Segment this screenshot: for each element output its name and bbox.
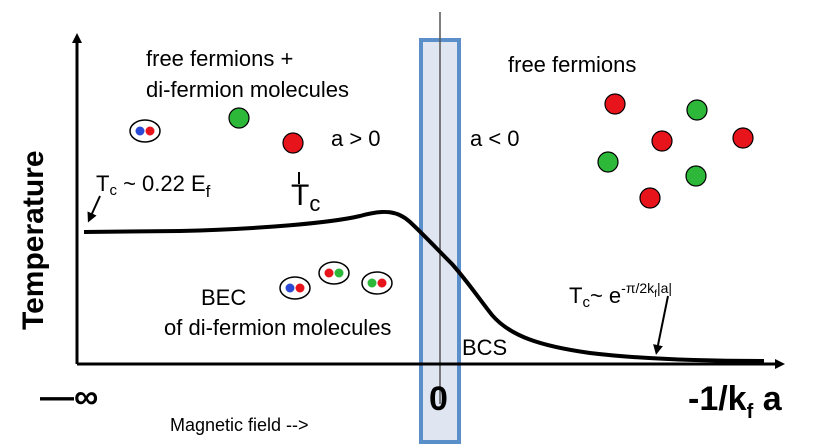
tc-curve-label-T: T (291, 179, 309, 212)
a-negative-label: a < 0 (470, 126, 520, 151)
x-axis-right-sub: f (747, 401, 754, 423)
free-fermion (604, 93, 626, 115)
upper-right-label: free fermions (508, 52, 636, 77)
tc-right-exp: -π/2k (621, 280, 655, 296)
x-axis-right-label: -1/kf a (688, 380, 783, 423)
molecule-group (129, 119, 393, 300)
molecule (318, 261, 350, 285)
bcs-label: BCS (462, 335, 507, 360)
fermion-group (228, 93, 754, 209)
molecule-fermion (367, 278, 377, 288)
molecule-outline (318, 261, 350, 285)
y-axis-label: Temperature (17, 150, 50, 330)
tc-right-sub: c (582, 294, 590, 311)
tc-left-T: T (96, 171, 109, 196)
free-fermion (228, 107, 250, 129)
tc-curve (83, 209, 765, 363)
molecule-fermion (135, 126, 145, 136)
molecule-fermion (295, 283, 305, 293)
tc-left-label: Tc ~ 0.22 Ef (96, 171, 211, 201)
molecule-fermion (334, 268, 344, 278)
tc-curve-label: Tc (291, 179, 320, 216)
tc-curve-label-sub: c (309, 191, 320, 216)
bec-label-line2: of di-fermion molecules (164, 315, 391, 340)
tc-right-T: T (569, 283, 582, 308)
tc-left-pointer (87, 195, 101, 223)
x-axis-right-tail: a (753, 380, 782, 418)
tc-right-exp-tail: |a| (657, 280, 672, 296)
free-fermion (597, 151, 619, 173)
upper-left-label-line2: di-fermion molecules (146, 77, 349, 102)
a-positive-label: a > 0 (331, 126, 381, 151)
x-axis-zero-label: 0 (429, 380, 448, 418)
molecule-fermion (377, 278, 387, 288)
molecule-outline (361, 271, 393, 295)
free-fermion (732, 127, 754, 149)
molecule (361, 271, 393, 295)
molecule-outline (279, 276, 311, 300)
tc-left-value-sub: f (206, 182, 211, 201)
x-axis-caption: Magnetic field --> (170, 415, 309, 435)
tc-right-pointer (653, 295, 669, 355)
tc-right-exp-sub: f (654, 289, 657, 300)
molecule-fermion (324, 268, 334, 278)
free-fermion (685, 165, 707, 187)
tc-left-value: ~ 0.22 E (117, 171, 206, 196)
molecule (129, 119, 161, 143)
free-fermion (686, 99, 708, 121)
molecule-outline (129, 119, 161, 143)
molecule-fermion (145, 126, 155, 136)
tc-right-tilde: ~ e (590, 283, 621, 308)
tc-right-label: Tc~ e-π/2kf|a| (569, 280, 672, 311)
free-fermion (282, 132, 304, 154)
x-axis-left-label: —∞ (40, 378, 98, 416)
molecule (279, 276, 311, 300)
x-axis-right-main: -1/k (688, 380, 747, 418)
bec-label-line1: BEC (201, 285, 246, 310)
tc-left-sub: c (109, 182, 117, 199)
molecule-fermion (285, 283, 295, 293)
free-fermion (651, 130, 673, 152)
upper-left-label-line1: free fermions + (146, 46, 293, 71)
free-fermion (639, 187, 661, 209)
